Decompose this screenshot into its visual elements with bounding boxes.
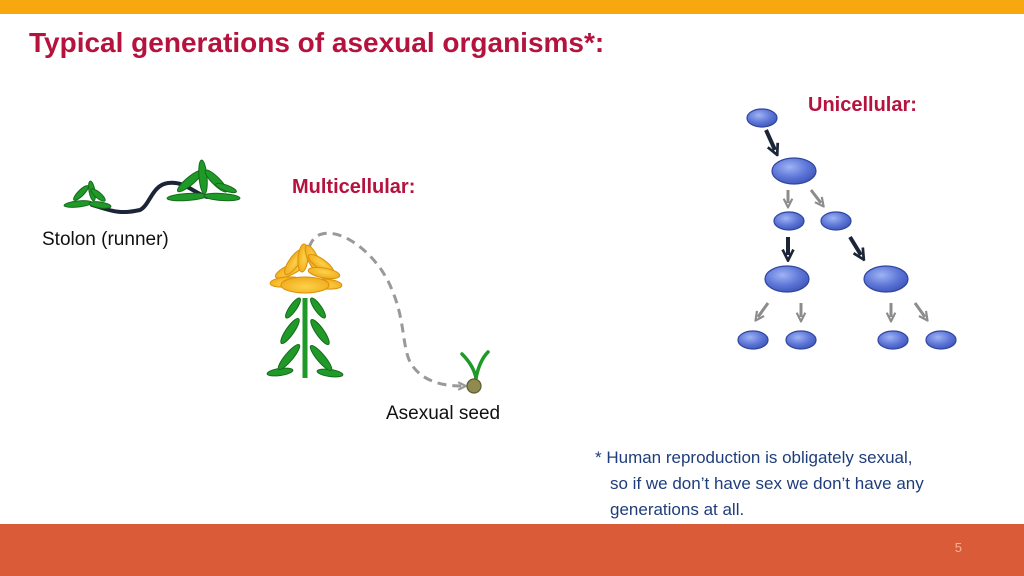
unicellular-heading: Unicellular: (808, 94, 917, 116)
footnote: * Human reproduction is obligately sexua… (595, 445, 995, 523)
cell-generation-4a (764, 265, 810, 293)
flowering-plant-illustration (266, 231, 462, 386)
footnote-line-2: so if we don’t have sex we don’t have an… (610, 474, 924, 493)
bottom-accent-bar (0, 524, 1024, 576)
top-accent-bar (0, 0, 1024, 14)
asexual-seed-label: Asexual seed (386, 403, 501, 424)
multicellular-heading: Multicellular: (292, 176, 416, 198)
cell-generation-5b (785, 330, 817, 350)
slide-title: Typical generations of asexual organisms… (29, 27, 605, 58)
cell-generation-1 (746, 108, 778, 128)
stolon-plant-illustration (63, 159, 241, 215)
cell-generation-2 (771, 157, 817, 185)
cell-generation-4b (863, 265, 909, 293)
large-plant-icon (166, 159, 241, 202)
cell-generation-5d (925, 330, 957, 350)
footnote-line-3: generations at all. (610, 500, 745, 519)
diagram-illustrations (63, 108, 957, 394)
cell-division-tree (737, 108, 957, 350)
stolon-label: Stolon (runner) (42, 229, 169, 250)
small-plant-icon (63, 180, 112, 209)
cell-generation-5a (737, 330, 769, 350)
seed-sprout-icon (460, 350, 490, 394)
footnote-line-1: * Human reproduction is obligately sexua… (595, 448, 913, 467)
division-arrows (758, 129, 925, 317)
cell-generation-3b (820, 211, 852, 231)
yellow-flower-icon (269, 243, 343, 294)
cell-icons (737, 108, 957, 350)
cell-generation-5c (877, 330, 909, 350)
stem-and-leaves (266, 297, 344, 378)
cell-generation-3a (773, 211, 805, 231)
page-number: 5 (954, 540, 962, 555)
